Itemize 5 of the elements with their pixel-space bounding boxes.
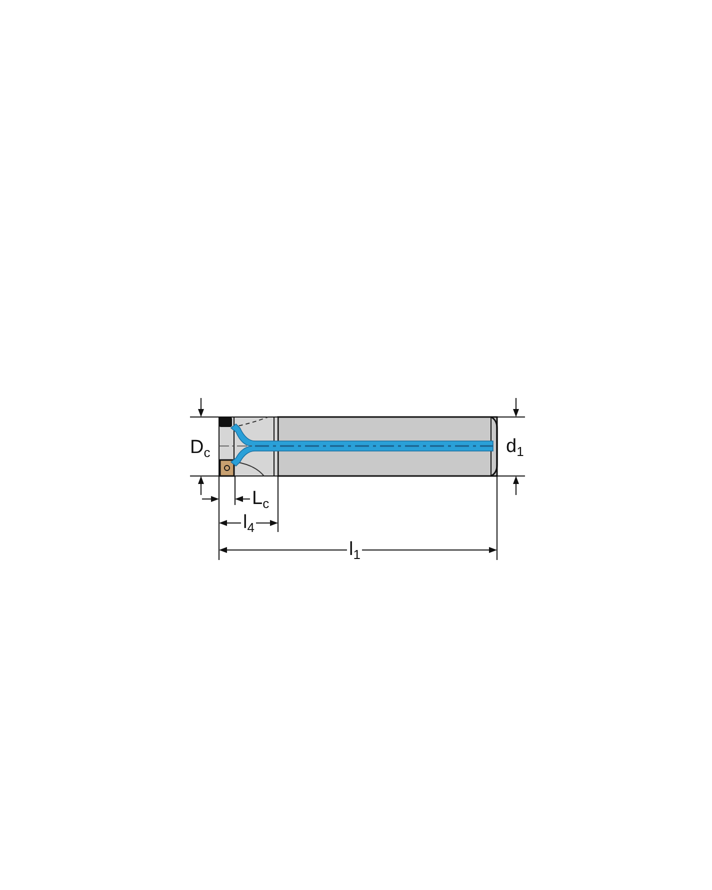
dimension-label: l$_{4}$ [241,513,256,532]
dimension-label: l$_{1}$ [347,540,362,559]
dimension-label: L$_{c}$ [251,489,270,508]
dimension-label: D$_{c}$ [189,438,212,457]
dimension-label: d$_{1}$ [505,437,525,456]
